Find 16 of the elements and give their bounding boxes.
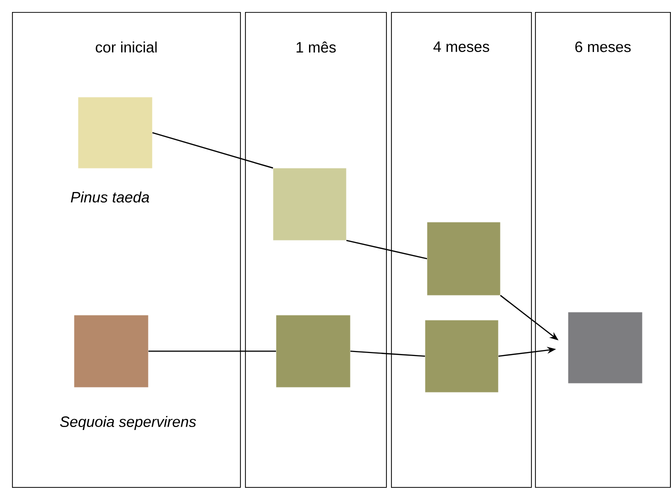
column-panel: 1 mês	[245, 12, 387, 488]
color-swatch	[78, 97, 152, 168]
connector-line	[148, 350, 276, 352]
color-swatch	[74, 315, 148, 388]
color-swatch	[425, 320, 498, 392]
connector-line	[152, 132, 274, 169]
connector-line	[346, 240, 428, 260]
species-name: Sequoia sepervirens	[60, 416, 196, 430]
column-panel: 6 meses	[535, 12, 671, 488]
column-panel: 4 meses	[391, 12, 532, 488]
species-name: Pinus taeda	[70, 192, 150, 203]
color-swatch	[273, 168, 346, 240]
connector-line	[350, 350, 426, 357]
color-swatch	[568, 312, 642, 384]
color-swatch	[276, 315, 350, 388]
color-swatch	[427, 222, 500, 296]
